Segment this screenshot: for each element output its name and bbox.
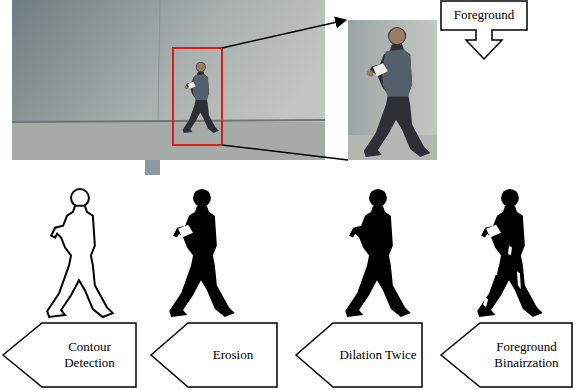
eroded-gap [178,225,193,238]
arrow-shape [441,1,527,59]
arrow-shape [296,323,422,387]
step-label: Dilation Twice [339,347,416,363]
cropped-skin [367,28,405,76]
step-label: Erosion [213,347,253,363]
step-arrow: Erosion [150,322,278,388]
detection-box [173,48,222,145]
text-area: Foreground Binairzation [480,322,573,388]
cropped-sleeve [373,63,388,76]
arrow-shape [441,323,572,387]
step-label: Foreground Binairzation [488,339,566,370]
binary-noise [483,246,521,308]
text-area: Dilation Twice [333,322,423,388]
zoom-arrow [222,20,346,48]
step-arrow: Foreground Binairzation [440,322,573,388]
zoom-line [222,145,348,160]
step-label: Contour Detection [51,339,129,370]
person-shirt [193,74,210,100]
frame-tab [145,160,160,175]
cropped-person [364,27,430,157]
text-area: Foreground [440,0,528,30]
binary-silhouette [477,189,543,317]
floor [12,122,325,160]
person-sleeve [188,82,196,89]
person [183,62,219,133]
step-label: Foreground [454,7,515,23]
contour-silhouette [47,189,113,317]
wall-seam [158,0,160,120]
text-area: Contour Detection [42,322,137,388]
text-area: Erosion [188,322,278,388]
step-arrow: Dilation Twice [295,322,423,388]
arrow-shape [151,323,277,387]
eroded-silhouette [169,189,235,317]
wall-base [12,120,325,122]
step-arrow: Contour Detection [2,322,137,388]
binary-gap [486,225,501,238]
foreground-arrow: Foreground [440,0,528,60]
video-frame [12,0,325,160]
cropped-frame [348,20,437,160]
person-skin [184,63,205,89]
cropped-shirt [382,49,412,96]
dilated-silhouette [345,189,411,317]
arrow-shape [3,323,136,387]
